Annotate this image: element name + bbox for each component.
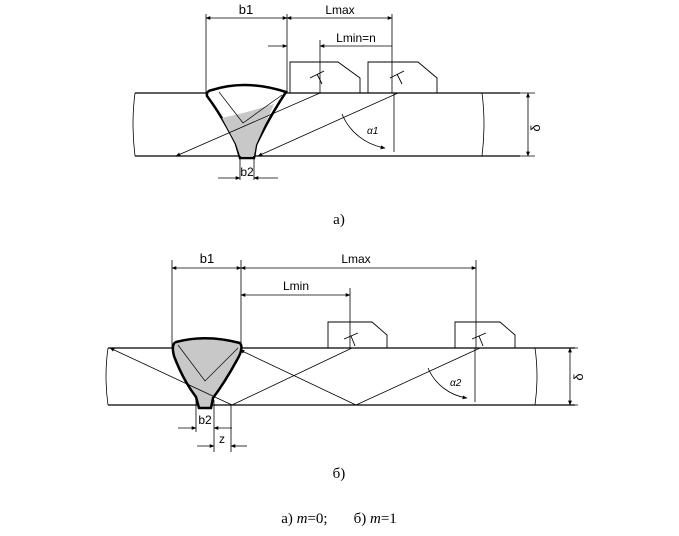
alpha2-label: α2: [450, 378, 462, 389]
z-b-label: z: [219, 432, 225, 446]
angle-arc-a: [341, 113, 386, 150]
bottom-caption: а) m=0;б) m=1: [281, 511, 397, 527]
lmin-b-label: Lmin: [283, 279, 309, 293]
lmax-a-label: Lmax: [325, 3, 354, 17]
bottom-caption-a-value: =0;: [307, 511, 327, 527]
bottom-caption-a-var: m: [297, 511, 308, 527]
probe-a-near: [289, 61, 361, 93]
bottom-caption-a-prefix: а): [281, 511, 296, 527]
diagram-b: [105, 260, 578, 452]
beam-b-far-up: [239, 349, 357, 406]
b1-b-label: b1: [200, 251, 214, 266]
probe-a-far: [367, 61, 438, 93]
plate-a-left-break: [132, 92, 136, 157]
weld-sound-zone-a: [222, 104, 274, 156]
b2-b-label: b2: [198, 413, 212, 427]
diagram-a: [132, 14, 535, 180]
b2-a-label: b2: [240, 165, 254, 179]
weld-reflect-lines-a: [218, 91, 283, 124]
caption-b: б): [333, 466, 346, 482]
beam-a-near: [175, 92, 321, 157]
probe-b-far: [454, 321, 516, 348]
b1-a-label: b1: [239, 2, 253, 17]
plate-a-right-break: [481, 92, 485, 157]
caption-a: а): [333, 212, 345, 228]
beam-a-far: [257, 92, 399, 157]
probe-b-far-crystal: [471, 332, 487, 347]
probe-b-near: [327, 321, 388, 348]
probe-a-near-crystal: [309, 70, 325, 85]
beam-b-near-up: [109, 347, 233, 406]
alpha1-label: α1: [367, 126, 378, 137]
plate-b-left-break: [105, 347, 109, 406]
lmin-a-label: Lmin=n: [336, 31, 376, 45]
probe-b-near-crystal: [343, 332, 359, 347]
weld-reflect-lines-b: [177, 344, 239, 382]
lmax-b-label: Lmax: [341, 252, 370, 266]
bottom-caption-b-prefix: б): [354, 511, 370, 527]
delta-a-label: δ: [528, 124, 543, 131]
weld-bead-b: [171, 336, 243, 410]
plate-b-right-break: [534, 347, 538, 406]
delta-b-label: δ: [571, 373, 586, 380]
beam-b-near-down: [231, 347, 353, 406]
bottom-caption-b-value: =1: [381, 511, 397, 527]
bottom-caption-b-var: m: [370, 511, 381, 527]
beam-b-far-down: [355, 347, 481, 406]
angle-arc-b: [427, 367, 468, 400]
